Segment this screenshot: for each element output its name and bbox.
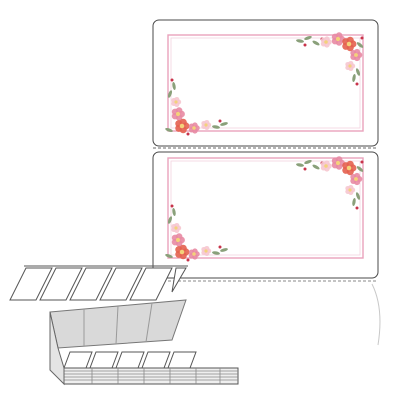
- leaf-icon: [220, 248, 228, 252]
- leaf-icon: [312, 40, 320, 46]
- leaf-icon: [172, 82, 176, 90]
- flower-icon: [320, 160, 332, 172]
- berry-icon: [170, 204, 174, 208]
- leaf-icon: [304, 159, 312, 165]
- floral-corner-bottom-left: [165, 78, 228, 136]
- fanfold-stack-block: [63, 351, 239, 385]
- leaf-icon: [165, 127, 173, 133]
- leaf-icon: [220, 122, 228, 126]
- berry-icon: [355, 206, 359, 210]
- berry-icon: [186, 258, 190, 262]
- label-liner-top: [152, 19, 379, 147]
- label-frame-bottom: [167, 157, 364, 259]
- flower-icon: [345, 60, 356, 72]
- leaf-icon: [356, 42, 364, 48]
- berry-icon: [355, 82, 359, 86]
- flower-icon: [171, 222, 182, 234]
- leaf-icon: [352, 198, 356, 206]
- flower-icon: [331, 32, 345, 46]
- berry-icon: [186, 132, 190, 136]
- flower-icon: [345, 184, 356, 196]
- label-frame-top: [167, 34, 364, 132]
- leaf-icon: [167, 216, 173, 224]
- leaf-icon: [212, 125, 220, 129]
- berry-icon: [303, 167, 307, 171]
- flower-icon: [201, 245, 212, 257]
- flower-icon: [171, 96, 182, 108]
- floral-corner-bottom-left-2: [165, 204, 228, 262]
- label-sheet-bottom: [152, 151, 379, 279]
- leaf-icon: [296, 163, 304, 167]
- berry-icon: [218, 245, 222, 249]
- leaf-icon: [167, 90, 173, 98]
- flower-icon: [201, 119, 212, 131]
- fold-curve-right: [371, 283, 381, 346]
- flower-icon: [175, 244, 190, 260]
- fanfold-top-strip: [9, 265, 188, 301]
- fanfold-stack-icon: [9, 265, 239, 386]
- flower-icon: [350, 48, 363, 62]
- leaf-icon: [172, 208, 176, 216]
- flower-icon: [188, 122, 200, 134]
- floral-corner-top-right: [296, 32, 364, 86]
- leaf-icon: [304, 35, 312, 41]
- leaf-icon: [356, 166, 364, 172]
- flower-icon: [350, 172, 363, 186]
- berry-icon: [170, 78, 174, 82]
- fanfold-stack-side: [49, 311, 65, 386]
- leaf-icon: [296, 39, 304, 43]
- leaf-icon: [355, 192, 361, 200]
- flower-icon: [320, 36, 332, 48]
- berry-icon: [360, 36, 364, 40]
- flower-icon: [175, 118, 190, 134]
- berry-icon: [218, 119, 222, 123]
- flower-icon: [171, 233, 185, 247]
- label-frame-inner-bottom: [170, 160, 361, 256]
- flower-icon: [331, 156, 345, 170]
- flower-icon: [342, 36, 357, 52]
- label-frame-inner-top: [170, 37, 361, 129]
- berry-icon: [303, 43, 307, 47]
- flower-icon: [171, 107, 185, 121]
- leaf-icon: [165, 253, 173, 259]
- flower-icon: [342, 160, 357, 176]
- label-sheet-top: [152, 19, 379, 147]
- leaf-icon: [212, 251, 220, 255]
- leaf-icon: [312, 164, 320, 170]
- flower-icon: [188, 248, 200, 260]
- leaf-icon: [352, 74, 356, 82]
- leaf-icon: [355, 68, 361, 76]
- floral-corner-top-right-2: [296, 156, 364, 210]
- label-liner-bottom: [152, 151, 379, 279]
- berry-icon: [360, 160, 364, 164]
